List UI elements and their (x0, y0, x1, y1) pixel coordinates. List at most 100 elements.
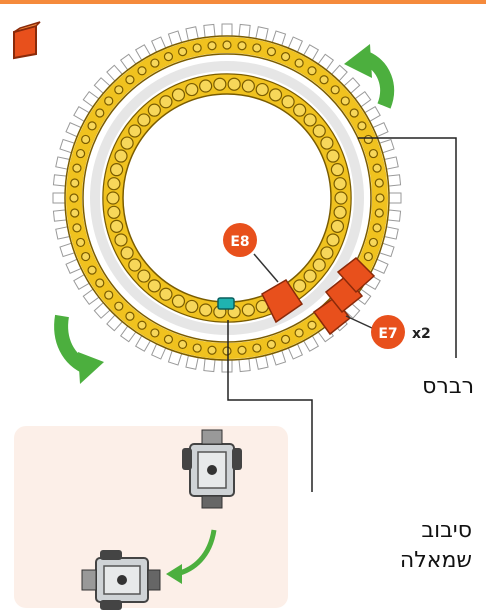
ring-hole (357, 121, 367, 131)
ring-hole (266, 46, 277, 57)
ring-hole (137, 269, 151, 283)
ring-hole (252, 43, 262, 53)
ring-hole (252, 343, 262, 353)
gear-tooth (52, 192, 66, 204)
outer-gear-ring (52, 23, 402, 373)
ring-hole (75, 237, 86, 248)
ring-hole (109, 163, 124, 177)
ring-hole (330, 163, 345, 177)
ring-hole (95, 278, 105, 288)
gear-tooth (203, 23, 216, 38)
e8-label: E8 (230, 234, 249, 250)
ring-hole (147, 279, 161, 293)
e7-label: E7 (378, 326, 397, 342)
ring-hole (137, 66, 147, 76)
e8-badge: E8 (223, 223, 257, 257)
gear-tooth (388, 192, 402, 204)
rotate-leader-line (227, 320, 313, 492)
ring-hole (307, 320, 317, 330)
ring-hole (241, 79, 255, 93)
gear-tooth (238, 358, 251, 373)
ring-hole (192, 43, 202, 53)
gear-tooth (287, 36, 304, 53)
ring-hole (185, 299, 199, 314)
gear-tooth (203, 358, 216, 373)
gear-tooth (287, 343, 304, 360)
ring-hole (171, 88, 186, 102)
ring-hole (340, 96, 350, 106)
outer-ring-edge (64, 35, 390, 361)
ring-hole (334, 191, 348, 205)
ring-hole (87, 265, 97, 275)
ring-hole (177, 339, 188, 350)
ring-hole (319, 75, 329, 85)
ring-hole (72, 163, 82, 173)
ring-hole (120, 246, 134, 260)
ring-hole (70, 178, 80, 188)
ring-hole (280, 52, 291, 62)
rotate-left-label: סיבוב שמאלה (400, 516, 472, 576)
gear-tooth (52, 209, 67, 222)
e8-callout-line (253, 253, 279, 283)
ring-hole (207, 41, 217, 51)
ring-hole (312, 258, 326, 272)
ring-hole (307, 66, 317, 76)
gear-tooth (65, 121, 82, 138)
ring-hole (114, 233, 128, 247)
top-accent-bar (0, 0, 486, 4)
ring-hole (104, 290, 114, 300)
ring-hole (363, 134, 373, 145)
ring-hole (349, 108, 359, 118)
ring-hole (303, 269, 317, 283)
ring-hole (374, 208, 384, 218)
ring-hole (125, 75, 135, 85)
inner-ring-outer-edge (102, 73, 352, 323)
ring-hole (81, 134, 91, 145)
rotate-label-line1: סיבוב (421, 518, 472, 543)
ring-hole (237, 345, 247, 355)
ring-hole (294, 58, 304, 68)
e7-callout-line (345, 315, 373, 329)
ring-hole (268, 88, 283, 102)
ring-hole (293, 279, 307, 293)
orange-brick-icon (13, 21, 41, 60)
ring-hole (320, 246, 334, 260)
ring-hole (81, 251, 91, 262)
ring-hole (199, 303, 213, 317)
ring-hole (128, 124, 142, 138)
teal-sensor-icon (217, 297, 235, 310)
ring-hole (330, 219, 345, 233)
ring-hole (312, 124, 326, 138)
inner-ring-inner-edge (122, 93, 332, 303)
ring-hole (372, 163, 382, 173)
rotate-arrow-icon (54, 314, 104, 384)
ring-hole (114, 301, 124, 311)
gear-tooth (387, 174, 402, 187)
ring-hole (280, 334, 291, 344)
ring-hole (237, 41, 247, 51)
ring-hole (266, 339, 277, 350)
inner-ring-holes (106, 77, 348, 319)
ring-hole (107, 205, 121, 219)
gear-tooth (372, 121, 389, 138)
ring-hole (114, 85, 124, 95)
grey-spacer-ring (90, 61, 364, 335)
gear-tooth (65, 258, 82, 275)
ring-hole (368, 148, 379, 159)
gear-tooth (150, 36, 167, 53)
ring-hole (333, 205, 347, 219)
ring-hole (114, 149, 128, 163)
outer-ring-inner-edge (82, 53, 372, 343)
ring-hole (326, 149, 340, 163)
ring-hole (147, 103, 161, 117)
ring-hole (104, 96, 114, 106)
ring-hole (125, 311, 135, 321)
ring-hole (294, 328, 304, 338)
ring-hole (368, 237, 379, 248)
gear-tooth (238, 23, 251, 38)
ring-hole (330, 85, 340, 95)
ring-hole (159, 95, 173, 109)
ring-hole (137, 113, 151, 127)
ring-hole (255, 82, 269, 97)
ring-hole (375, 193, 385, 203)
